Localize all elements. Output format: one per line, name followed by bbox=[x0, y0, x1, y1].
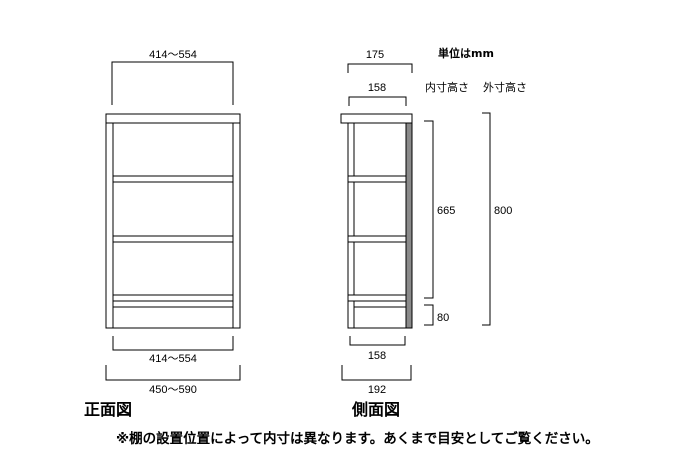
disclaimer-note: ※棚の設置位置によって内寸は異なります。あくまで目安としてご覧ください。 bbox=[116, 430, 599, 447]
front-shelf-1 bbox=[112, 175, 234, 183]
side-top-depth-label: 175 bbox=[366, 49, 384, 61]
inner-height-header: 内寸高さ bbox=[425, 80, 469, 94]
front-inner-width-bracket bbox=[112, 336, 234, 351]
side-bottom-inner-depth-label: 158 bbox=[368, 350, 386, 362]
outer-height-value: 800 bbox=[494, 205, 512, 217]
front-right-panel bbox=[232, 122, 241, 329]
outer-height-bracket bbox=[482, 112, 491, 326]
side-back-panel bbox=[405, 122, 413, 329]
side-top-board bbox=[340, 113, 413, 124]
side-shelf-3 bbox=[347, 294, 407, 302]
side-top-depth-bracket bbox=[347, 63, 413, 73]
side-outer-depth-label: 192 bbox=[368, 384, 386, 396]
base-height-bracket bbox=[424, 304, 434, 326]
front-view-caption: 正面図 bbox=[84, 400, 132, 419]
base-height-value: 80 bbox=[437, 312, 449, 324]
side-outer-depth-bracket bbox=[341, 365, 412, 381]
side-shelf-1 bbox=[347, 175, 407, 183]
side-view-caption: 側面図 bbox=[351, 400, 400, 419]
front-top-board bbox=[105, 113, 241, 124]
outer-height-header: 外寸高さ bbox=[483, 80, 527, 94]
front-outer-width-bracket bbox=[105, 365, 241, 381]
side-bottom-inner-depth-bracket bbox=[349, 336, 406, 346]
front-shelf-3 bbox=[112, 294, 234, 302]
inner-height-value: 665 bbox=[437, 205, 455, 217]
side-inner-top-depth-label: 158 bbox=[368, 82, 386, 94]
inner-height-bracket bbox=[424, 120, 434, 299]
front-outer-width-label: 450～590 bbox=[149, 384, 197, 396]
side-shelf-2 bbox=[347, 235, 407, 243]
front-top-width-bracket bbox=[111, 61, 234, 105]
side-inner-top-depth-bracket bbox=[348, 96, 407, 106]
front-top-width-label: 414～554 bbox=[149, 49, 197, 61]
front-shelf-2 bbox=[112, 235, 234, 243]
front-inner-width-label: 414～554 bbox=[149, 353, 197, 365]
front-left-panel bbox=[105, 122, 114, 329]
side-view bbox=[340, 63, 491, 381]
unit-label: 単位はmm bbox=[438, 46, 494, 60]
front-view bbox=[105, 61, 241, 381]
